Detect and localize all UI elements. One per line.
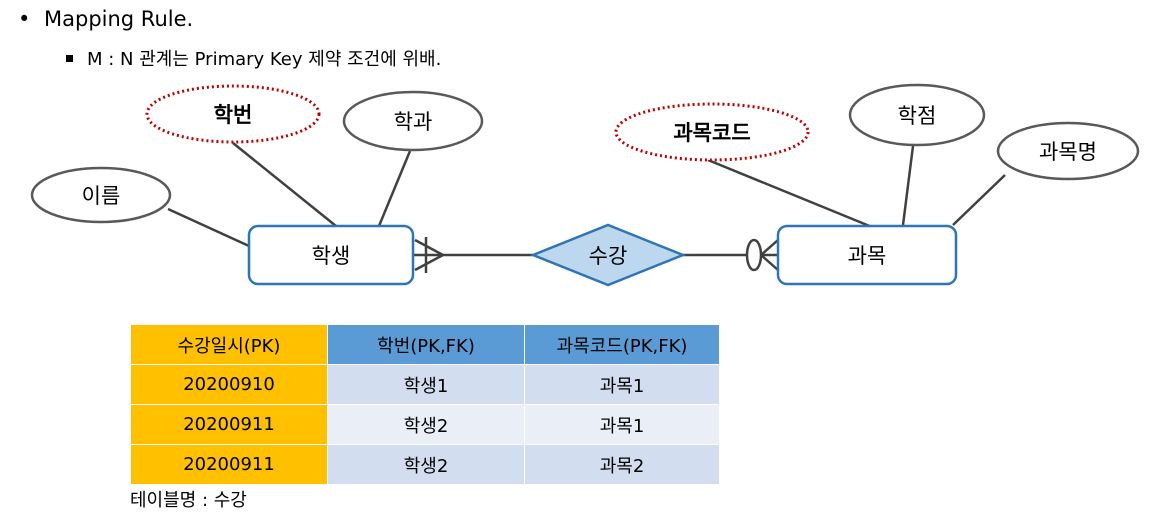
- entity-student-label: 학생: [312, 244, 351, 268]
- table-row: 20200911 학생2 과목2: [130, 444, 720, 485]
- table-row: 20200911 학생2 과목1: [130, 404, 720, 445]
- entity-course: 과목: [776, 224, 958, 286]
- bullet-dot: •: [18, 7, 31, 31]
- table-header-cell: 과목코드(PK,FK): [524, 324, 720, 365]
- table-cell: 과목1: [524, 364, 720, 405]
- attr-name-label: 이름: [82, 184, 121, 208]
- table-header-row: 수강일시(PK) 학번(PK,FK) 과목코드(PK,FK): [130, 324, 720, 365]
- attr-department-label: 학과: [394, 110, 433, 134]
- attr-course-code: 과목코드: [614, 102, 810, 162]
- square-bullet-icon: [66, 54, 73, 62]
- table-header-cell: 수강일시(PK): [130, 324, 328, 365]
- table-cell: 20200911: [130, 404, 328, 445]
- relationship-enrollment: 수강: [529, 223, 687, 287]
- connector-course-name: [952, 174, 1006, 226]
- attr-name: 이름: [30, 166, 172, 224]
- connector-credit: [901, 145, 915, 226]
- attr-credit-label: 학점: [898, 104, 937, 128]
- heading-text: Mapping Rule.: [44, 7, 194, 31]
- attr-student-id-label: 학번: [214, 103, 253, 127]
- table-cell: 과목1: [524, 404, 720, 445]
- table-header-cell: 학번(PK,FK): [327, 324, 525, 365]
- er-diagram: 학번 학과 이름 과목코드 학점 과목명 학생 과목 수강: [30, 83, 1140, 287]
- attr-course-code-label: 과목코드: [673, 121, 750, 145]
- connector-name: [167, 207, 250, 248]
- connector-department: [377, 150, 412, 227]
- attr-credit: 학점: [848, 83, 986, 147]
- enrollment-table: 수강일시(PK) 학번(PK,FK) 과목코드(PK,FK) 20200910 …: [130, 324, 720, 485]
- relationship-label: 수강: [589, 244, 628, 268]
- table-cell: 20200911: [130, 444, 328, 485]
- attr-department: 학과: [342, 90, 484, 152]
- entity-student: 학생: [247, 224, 415, 286]
- heading: • Mapping Rule.: [18, 4, 193, 34]
- subheading-text: M : N 관계는 Primary Key 제약 조건에 위배.: [87, 49, 442, 70]
- connector-student-id: [232, 142, 337, 227]
- connector-course-code: [707, 158, 873, 229]
- crowfoot-course-icon: [745, 238, 779, 272]
- table-cell: 학생1: [327, 364, 525, 405]
- crowfoot-student-icon: [414, 237, 444, 273]
- subheading: M : N 관계는 Primary Key 제약 조건에 위배.: [66, 47, 441, 73]
- attr-student-id: 학번: [145, 84, 321, 144]
- table-cell: 20200910: [130, 364, 328, 405]
- table-caption: 테이블명 : 수강: [130, 490, 247, 511]
- entity-course-label: 과목: [848, 244, 887, 268]
- attr-course-name: 과목명: [996, 121, 1140, 181]
- table-cell: 학생2: [327, 404, 525, 445]
- attr-course-name-label: 과목명: [1039, 140, 1097, 164]
- table-row: 20200910 학생1 과목1: [130, 364, 720, 405]
- table-cell: 과목2: [524, 444, 720, 485]
- table-cell: 학생2: [327, 444, 525, 485]
